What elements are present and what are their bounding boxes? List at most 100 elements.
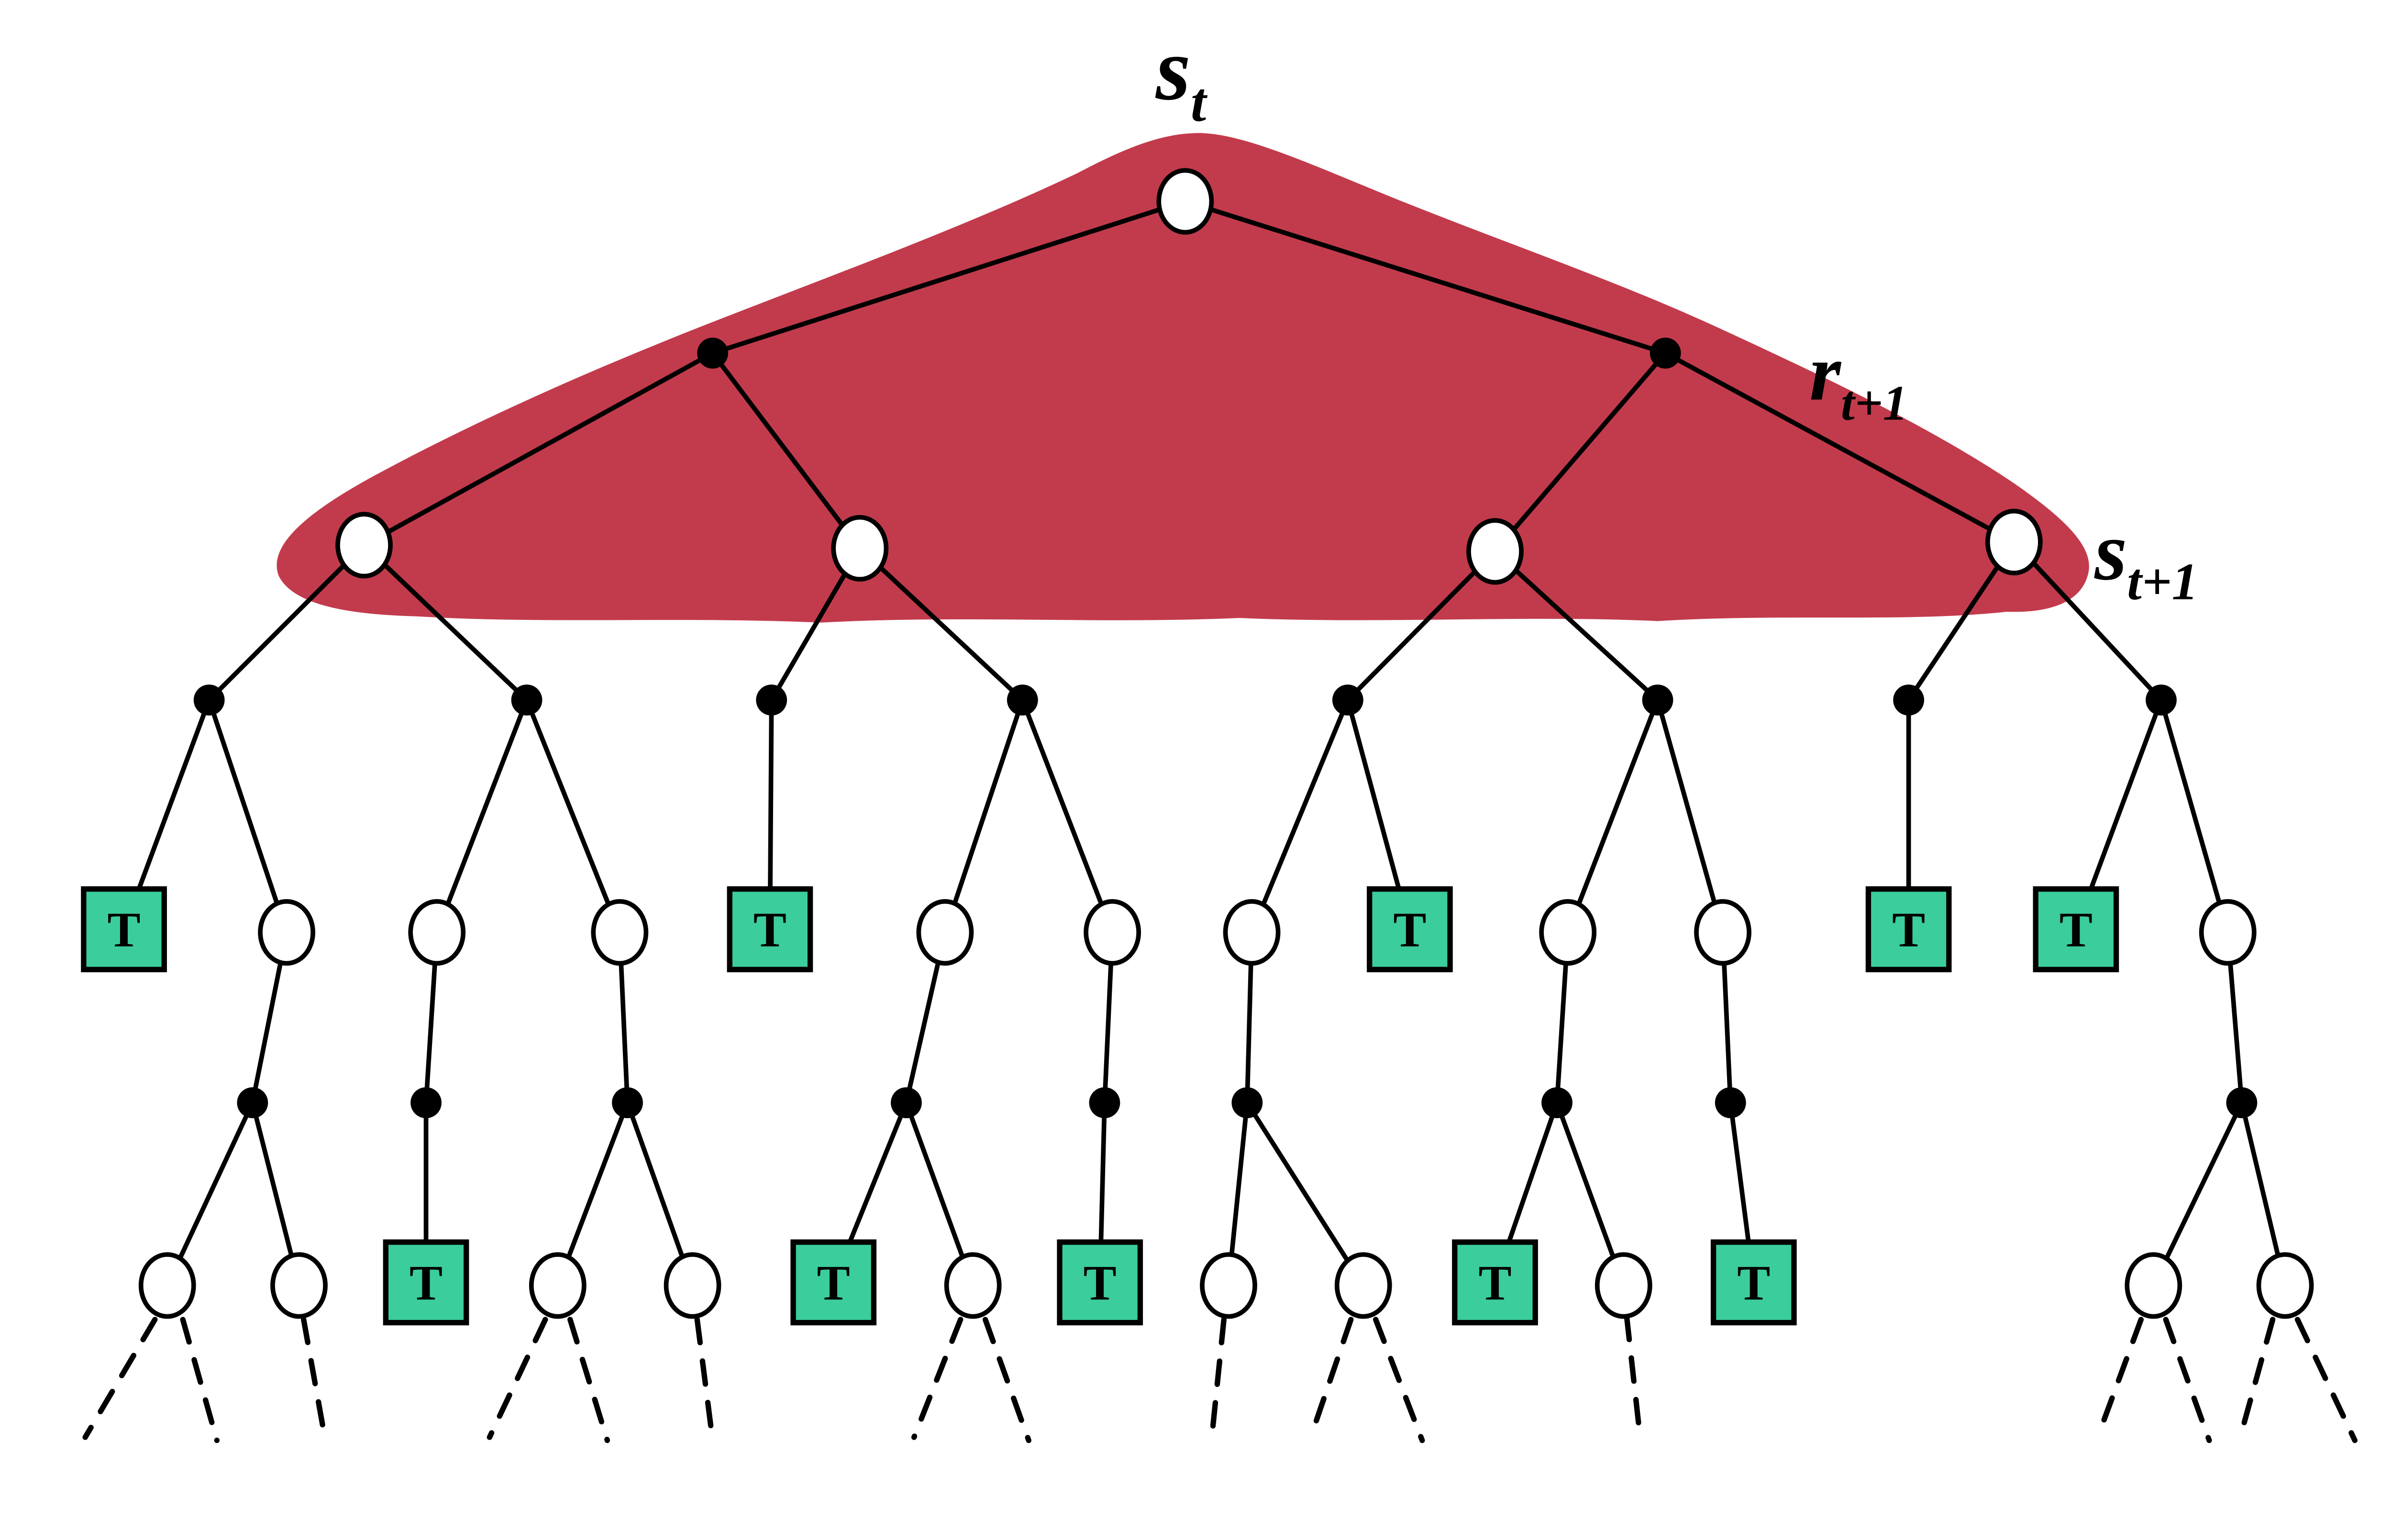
state-node bbox=[944, 1252, 1002, 1319]
label-state-t-plus-1: st+1 bbox=[2094, 505, 2198, 611]
tree-edge bbox=[1493, 351, 1668, 554]
terminal-box bbox=[1452, 1239, 1538, 1326]
tree-edge bbox=[1249, 697, 1351, 935]
tree-edge bbox=[207, 697, 289, 935]
tree-edge bbox=[1345, 549, 1497, 703]
state-node bbox=[1334, 1252, 1392, 1319]
continuation-dashed-edge bbox=[982, 1317, 1031, 1443]
action-node bbox=[1231, 1087, 1263, 1119]
state-node bbox=[591, 899, 649, 966]
terminal-letter: T bbox=[108, 903, 141, 957]
tree-edge bbox=[207, 543, 366, 703]
state-node bbox=[1694, 899, 1751, 966]
action-node bbox=[891, 1087, 922, 1119]
action-node bbox=[2226, 1087, 2258, 1119]
state-node bbox=[1084, 899, 1141, 966]
tree-edge bbox=[710, 351, 863, 551]
continuation-dashed-edge bbox=[694, 1317, 716, 1443]
edges-layer bbox=[122, 199, 2288, 1288]
terminal-node: T bbox=[1710, 1239, 1797, 1326]
tree-edge bbox=[942, 697, 1025, 935]
terminal-node: T bbox=[81, 886, 167, 972]
state-node bbox=[1223, 899, 1281, 966]
terminal-node: T bbox=[1865, 886, 1952, 972]
state-node bbox=[1156, 168, 1214, 235]
continuation-dashed-edge bbox=[301, 1317, 328, 1443]
continuation-dashed-edge bbox=[1307, 1317, 1354, 1440]
state-node bbox=[2199, 899, 2257, 966]
continuation-dashed-edge bbox=[82, 1317, 158, 1440]
tree-edge bbox=[165, 1100, 255, 1288]
continuation-dashed-edge bbox=[2294, 1317, 2358, 1443]
action-node bbox=[1007, 684, 1038, 716]
terminal-node: T bbox=[1452, 1239, 1538, 1326]
terminal-box bbox=[1710, 1239, 1797, 1326]
terminal-box bbox=[1367, 886, 1453, 972]
state-node bbox=[408, 899, 466, 966]
terminal-node: T bbox=[727, 886, 813, 972]
continuation-dashed-edge bbox=[487, 1317, 548, 1440]
continuation-dashed-edge bbox=[1208, 1317, 1227, 1443]
terminal-letter: T bbox=[410, 1256, 443, 1310]
terminal-letter: T bbox=[1892, 903, 1925, 957]
continuation-dashed-edge bbox=[2237, 1317, 2276, 1440]
action-node bbox=[612, 1087, 643, 1119]
tree-edge bbox=[2159, 697, 2230, 935]
terminal-letter: T bbox=[1478, 1256, 1511, 1310]
tree-edge bbox=[434, 697, 529, 935]
terminal-box bbox=[790, 1239, 877, 1326]
continuation-dashed-edge bbox=[2163, 1317, 2212, 1443]
action-node bbox=[193, 684, 225, 716]
continuation-dashed-edge bbox=[567, 1317, 610, 1443]
nodes-layer: T T T T T T T T T T bbox=[81, 168, 2314, 1326]
continuation-dashed-edge bbox=[1624, 1313, 1642, 1431]
terminal-box bbox=[2033, 886, 2119, 972]
tree-edge bbox=[710, 199, 1188, 356]
terminal-node: T bbox=[383, 1239, 469, 1326]
tree-edge bbox=[362, 543, 529, 703]
terminal-letter: T bbox=[753, 903, 786, 957]
label-state-t: st bbox=[1155, 19, 1208, 133]
state-node bbox=[2256, 1252, 2314, 1319]
terminal-node: T bbox=[1367, 886, 1453, 972]
state-node bbox=[1539, 899, 1597, 966]
diagram-canvas: T T T T T T T T T T st rt+1 st+1 bbox=[81, 19, 2358, 1443]
dashed-edges-layer bbox=[82, 1313, 2358, 1443]
labels-layer: st rt+1 st+1 bbox=[1155, 19, 2198, 611]
action-node bbox=[1089, 1087, 1120, 1119]
state-node bbox=[529, 1252, 587, 1319]
state-node bbox=[831, 515, 889, 582]
continuation-dashed-edge bbox=[1373, 1317, 1425, 1443]
state-node bbox=[270, 1252, 328, 1319]
action-node bbox=[1642, 684, 1673, 716]
action-node bbox=[237, 1087, 268, 1119]
terminal-letter: T bbox=[1084, 1256, 1117, 1310]
state-node bbox=[1466, 518, 1524, 585]
tree-edge bbox=[1655, 697, 1725, 935]
tree-edge bbox=[857, 546, 1025, 703]
terminal-node: T bbox=[1057, 1239, 1143, 1326]
terminal-letter: T bbox=[817, 1256, 850, 1310]
terminal-box bbox=[727, 886, 813, 972]
state-node bbox=[335, 512, 393, 579]
continuation-dashed-edge bbox=[180, 1317, 220, 1443]
tree-edge bbox=[1565, 697, 1660, 935]
terminal-box bbox=[1865, 886, 1952, 972]
highlight-region bbox=[277, 133, 2089, 623]
label-reward-t-plus-1: rt+1 bbox=[1809, 328, 1907, 430]
terminal-node: T bbox=[2033, 886, 2119, 972]
state-node bbox=[258, 899, 316, 966]
tree-edge bbox=[524, 697, 622, 935]
tree-diagram: T T T T T T T T T T st rt+1 st+1 bbox=[81, 19, 2358, 1443]
state-node bbox=[916, 899, 974, 966]
state-node bbox=[1985, 508, 2043, 576]
action-node bbox=[756, 684, 787, 716]
tree-edge bbox=[1245, 1100, 1366, 1288]
terminal-box bbox=[81, 886, 167, 972]
state-node bbox=[664, 1252, 721, 1319]
action-node bbox=[1332, 684, 1363, 716]
action-node bbox=[511, 684, 543, 716]
tree-edge bbox=[1493, 549, 1660, 703]
action-node bbox=[1893, 684, 1925, 716]
terminal-node: T bbox=[790, 1239, 877, 1326]
